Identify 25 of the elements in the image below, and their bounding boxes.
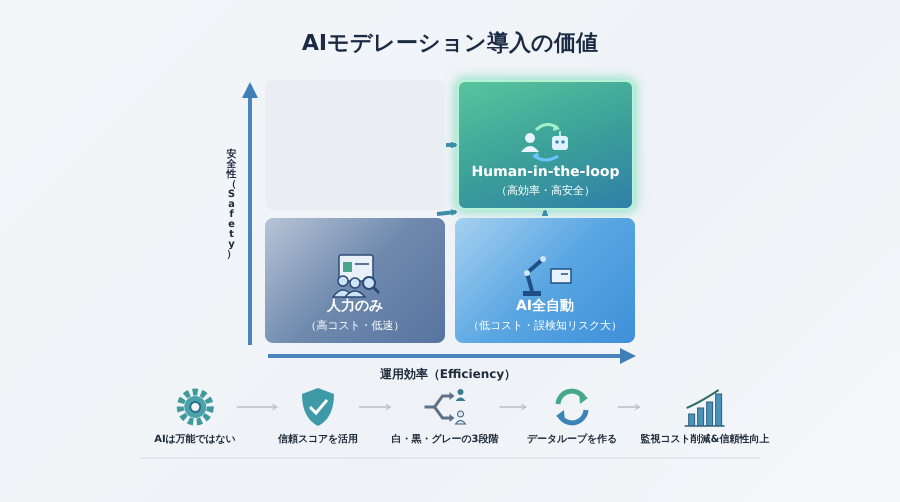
arrow xyxy=(236,404,278,410)
arrow xyxy=(436,209,458,216)
quadrant-label: （高効率・高安全） xyxy=(496,183,595,198)
arrow xyxy=(618,404,640,410)
arrow xyxy=(542,210,548,216)
step-label: 白・黒・グレーの3段階 xyxy=(392,432,498,446)
arrow xyxy=(446,142,458,148)
step-label: 監視コスト削減&信頼性向上 xyxy=(640,432,770,446)
arrow xyxy=(359,404,392,410)
title: AIモデレーション導入の価値 xyxy=(300,30,600,58)
axis-title: 運用効率（Efficiency） xyxy=(378,366,518,383)
quadrant-label: Human-in-the-loop xyxy=(471,164,620,180)
quadrant-box xyxy=(457,80,634,210)
step-label: データループを作る xyxy=(527,432,617,446)
quadrant-box xyxy=(455,218,635,343)
quadrant-label: （低コスト・誤検知リスク大） xyxy=(468,318,622,333)
arrow xyxy=(499,404,526,410)
quadrant-label: （高コスト・低速） xyxy=(306,318,404,333)
quadrant-label: AI全自動 xyxy=(516,297,574,315)
axis-title: 安全性（Safety） xyxy=(226,150,237,260)
step-label: 信頼スコアを活用 xyxy=(278,432,358,446)
quadrant-box xyxy=(265,80,445,210)
quadrant-box xyxy=(265,218,445,343)
quadrant-label: 人力のみ xyxy=(327,297,383,315)
step-label: AIは万能ではない xyxy=(154,432,236,446)
